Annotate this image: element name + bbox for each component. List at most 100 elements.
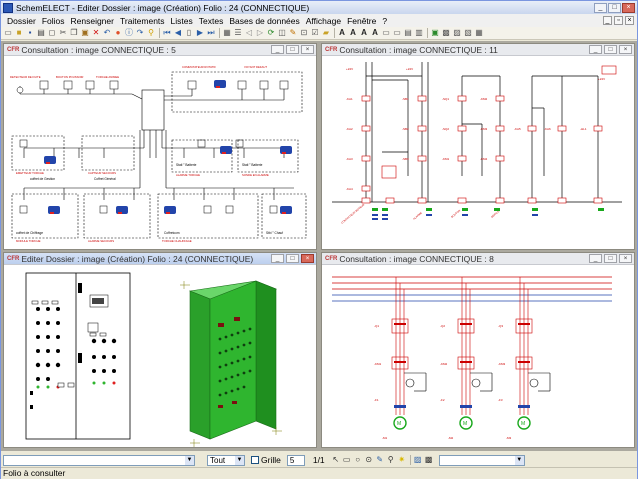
image-icon[interactable]: ▨ xyxy=(413,455,422,464)
mdi-minimize-button[interactable]: _ xyxy=(603,16,612,25)
window-caption: CFR Consultation : image CONNECTIQUE : 5… xyxy=(4,44,316,56)
window-maximize-button[interactable]: □ xyxy=(604,254,617,263)
window-maximize-button[interactable]: □ xyxy=(604,45,617,54)
window-minimize-button[interactable]: _ xyxy=(271,254,284,263)
arrow-pointer-icon[interactable]: ↖ xyxy=(332,455,340,464)
chevron-down-icon[interactable]: ▼ xyxy=(185,455,194,465)
save-icon[interactable]: ▪ xyxy=(28,28,32,37)
stop-icon[interactable]: ● xyxy=(115,28,121,37)
grille-checkbox[interactable] xyxy=(251,456,259,464)
component2-icon[interactable]: ▩ xyxy=(442,28,450,37)
menu-traitements[interactable]: Traitements xyxy=(119,15,165,26)
text-a4-icon[interactable]: A xyxy=(372,28,378,37)
lightbulb-icon[interactable]: ✷ xyxy=(398,455,406,464)
palette-icon[interactable]: ▩ xyxy=(424,455,433,464)
zoom-icon[interactable]: ⚲ xyxy=(148,28,154,37)
layer-select[interactable]: ▼ xyxy=(3,454,195,466)
print-icon[interactable]: ▤ xyxy=(37,28,45,37)
text-a2-icon[interactable]: A xyxy=(350,28,356,37)
component3-icon[interactable]: ▨ xyxy=(453,28,461,37)
chevron-down-icon[interactable]: ▼ xyxy=(514,455,524,465)
menu-dossier[interactable]: Dossier xyxy=(7,15,36,26)
chevron-down-icon[interactable]: ▼ xyxy=(235,455,244,465)
layer-icon[interactable]: ▤ xyxy=(404,28,412,37)
window-minimize-button[interactable]: _ xyxy=(271,45,284,54)
window-minimize-button[interactable]: _ xyxy=(589,45,602,54)
undo-icon[interactable]: ↶ xyxy=(103,28,111,37)
menu-folios[interactable]: Folios xyxy=(41,15,65,26)
window-minimize-button[interactable]: _ xyxy=(589,254,602,263)
refresh-icon[interactable]: ⟳ xyxy=(267,28,275,37)
last-page-icon[interactable]: ⏭ xyxy=(207,28,215,37)
page-icon[interactable]: ▯ xyxy=(186,28,192,37)
window-caption: CFR Editer Dossier : image (Création) Fo… xyxy=(4,253,316,265)
window-connectique-8[interactable]: CFR Consultation : image CONNECTIQUE : 8… xyxy=(321,252,635,448)
menu-textes[interactable]: Textes xyxy=(198,15,224,26)
mdi-close-button[interactable]: × xyxy=(625,16,634,25)
arrow-right-icon[interactable]: ▷ xyxy=(256,28,264,37)
window-connectique-5[interactable]: CFR Consultation : image CONNECTIQUE : 5… xyxy=(3,43,317,250)
circle-icon[interactable]: ○ xyxy=(355,455,361,464)
filter-select[interactable]: Tout ▼ xyxy=(207,454,245,466)
menu-renseigner[interactable]: Renseigner xyxy=(70,15,114,26)
window-close-button[interactable]: × xyxy=(619,45,632,54)
rectangle-icon[interactable]: ▭ xyxy=(342,455,351,464)
svg-text:CAPTEUR SECOURS: CAPTEUR SECOURS xyxy=(88,171,116,175)
grid-icon[interactable]: ▦ xyxy=(223,28,231,37)
list-icon[interactable]: ☰ xyxy=(234,28,242,37)
snap-icon[interactable]: ⊙ xyxy=(365,455,373,464)
copy-icon[interactable]: ❐ xyxy=(70,28,78,37)
text-a3-icon[interactable]: A xyxy=(361,28,367,37)
pencil-icon[interactable]: ✎ xyxy=(376,455,384,464)
zoom-icon[interactable]: ⚲ xyxy=(387,455,394,464)
open-icon[interactable]: ■ xyxy=(16,28,22,37)
menu-listes[interactable]: Listes xyxy=(170,15,193,26)
close-button[interactable]: × xyxy=(622,2,635,13)
link-icon[interactable]: ⊡ xyxy=(300,28,308,37)
text-a-icon[interactable]: A xyxy=(339,28,345,37)
first-page-icon[interactable]: ⏮ xyxy=(163,28,171,37)
menu-help[interactable]: ? xyxy=(382,15,388,26)
component4-icon[interactable]: ▧ xyxy=(464,28,472,37)
menu-affichage[interactable]: Affichage xyxy=(305,15,342,26)
pencil-icon[interactable]: ✎ xyxy=(289,28,297,37)
maximize-button[interactable]: □ xyxy=(608,2,621,13)
arrow-left-icon[interactable]: ◁ xyxy=(245,28,253,37)
prev-page-icon[interactable]: ◀ xyxy=(174,28,182,37)
component-icon[interactable]: ▣ xyxy=(431,28,439,37)
frame2-icon[interactable]: ▭ xyxy=(393,28,401,37)
menu-fenetre[interactable]: Fenêtre xyxy=(347,15,377,26)
info-icon[interactable]: ⓘ xyxy=(125,28,133,37)
symbol-select[interactable]: ▼ xyxy=(438,454,525,466)
window-maximize-button[interactable]: □ xyxy=(286,254,299,263)
cut-icon[interactable]: ✂ xyxy=(59,28,67,37)
grille-value-input[interactable]: 5 xyxy=(286,454,305,466)
redo-icon[interactable]: ↷ xyxy=(136,28,144,37)
mdi-restore-button[interactable]: ▫ xyxy=(614,16,623,25)
window-close-button[interactable]: × xyxy=(301,45,314,54)
paste-icon[interactable]: ▣ xyxy=(81,28,89,37)
menu-bases-de-donnees[interactable]: Bases de données xyxy=(229,15,300,26)
check-icon[interactable]: ☑ xyxy=(311,28,319,37)
frame-icon[interactable]: ▭ xyxy=(382,28,390,37)
minimize-button[interactable]: _ xyxy=(594,2,607,13)
schematic-canvas[interactable]: +24V-KA1-KA2-KA3-KA4 +24V-SB1-SB2-SB3 -S… xyxy=(322,56,634,249)
window-icon[interactable]: ◫ xyxy=(278,28,286,37)
window-editer-folio-24[interactable]: CFR Editer Dossier : image (Création) Fo… xyxy=(3,252,317,448)
preview-icon[interactable]: ◻ xyxy=(48,28,56,37)
folder-icon[interactable]: ▰ xyxy=(322,28,330,37)
new-icon[interactable]: ▭ xyxy=(4,28,12,37)
svg-text:-KM4: -KM4 xyxy=(480,157,487,161)
window-close-button[interactable]: × xyxy=(619,254,632,263)
cabinet-canvas[interactable] xyxy=(4,265,316,447)
layer2-icon[interactable]: ▥ xyxy=(415,28,423,37)
delete-icon[interactable]: ✕ xyxy=(92,28,100,37)
window-close-button[interactable]: × xyxy=(301,254,314,263)
window-maximize-button[interactable]: □ xyxy=(286,45,299,54)
window-connectique-11[interactable]: CFR Consultation : image CONNECTIQUE : 1… xyxy=(321,43,635,250)
next-page-icon[interactable]: ▶ xyxy=(196,28,204,37)
component5-icon[interactable]: ▦ xyxy=(475,28,483,37)
